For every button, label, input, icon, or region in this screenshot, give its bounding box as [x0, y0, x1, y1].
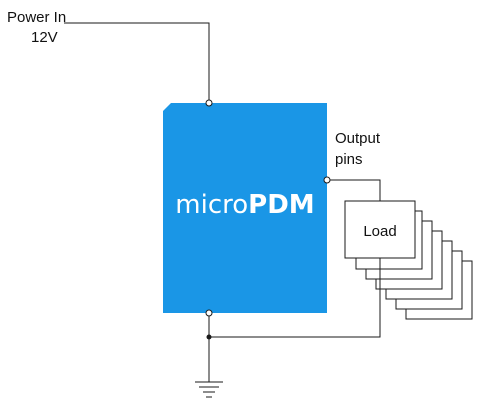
connection-nodes [205, 99, 331, 340]
output-wire [327, 179, 381, 201]
power-voltage-label: 12V [31, 29, 58, 46]
chip-title: microPDM [175, 190, 314, 220]
load-stack [344, 200, 473, 320]
ground-pin [205, 309, 213, 317]
output-label: Output [335, 130, 381, 147]
junction-dot [206, 334, 212, 340]
load-label: Load [363, 223, 396, 240]
output-pin [323, 176, 331, 184]
output-pins-label: pins [335, 151, 363, 168]
chip-title-regular: micro [175, 190, 248, 220]
power-in-label: Power In [7, 9, 66, 26]
load-return-wire [209, 258, 381, 338]
power-pin [205, 99, 213, 107]
wires [64, 22, 381, 382]
ground-symbol-icon [195, 381, 223, 398]
micropdm-chip [163, 103, 327, 313]
chip-title-bold: PDM [248, 190, 315, 220]
power-wire [64, 22, 210, 103]
